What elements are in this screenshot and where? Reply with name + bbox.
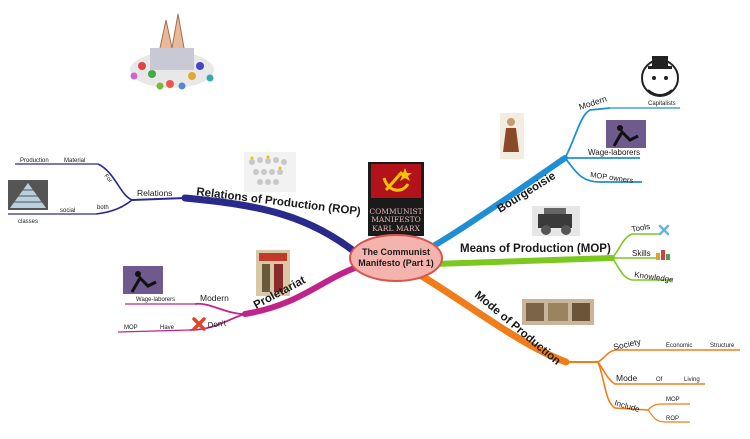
printing-press-image <box>532 206 580 236</box>
proletariat-dont[interactable]: Don't <box>207 318 227 330</box>
central-topic[interactable]: The Communist Manifesto (Part 1) <box>349 234 443 282</box>
proletariat-modern[interactable]: Modern <box>200 293 229 303</box>
rop-social[interactable]: social <box>60 208 75 214</box>
rop-people-image <box>244 152 296 192</box>
bourgeoisie-capitalists[interactable]: Capitalists <box>648 101 676 107</box>
mode-include[interactable]: Include <box>613 398 641 414</box>
mode-include-mop[interactable]: MOP <box>666 397 680 403</box>
mode-structure[interactable]: Structure <box>710 343 735 349</box>
crowd-illustration <box>130 13 214 90</box>
rop-material[interactable]: Material <box>64 158 85 164</box>
central-title-line1: The Communist <box>362 247 430 257</box>
central-title-line2: Manifesto (Part 1) <box>358 258 434 268</box>
tools-icon <box>658 224 670 236</box>
class-pyramid-image <box>8 180 48 210</box>
rop-for[interactable]: For <box>102 173 112 184</box>
mop-tools[interactable]: Tools <box>631 222 651 234</box>
wage-laborer-image-left <box>123 266 163 294</box>
mode-of-production-image <box>522 299 594 325</box>
manifesto-cover: THE COMMUNIST MANIFESTO KARL MARX <box>368 162 424 236</box>
skills-icon <box>656 250 670 260</box>
proletariat-branch-lines <box>117 263 363 333</box>
cross-icon <box>192 317 206 331</box>
rop-relations[interactable]: Relations <box>137 188 172 198</box>
rop-both[interactable]: both <box>97 205 109 211</box>
capitalist-caricature-image <box>641 56 679 97</box>
mop-label[interactable]: Means of Production (MOP) <box>460 243 611 255</box>
cover-line3: MANIFESTO <box>371 215 421 224</box>
mop-knowledge[interactable]: Knowledge <box>634 270 675 284</box>
mop-branch-lines <box>431 233 672 281</box>
rop-branch-lines <box>8 163 364 260</box>
rop-classes[interactable]: classes <box>18 219 38 225</box>
bourgeoisie-branch-lines <box>427 107 680 251</box>
cover-line1: THE <box>391 203 402 209</box>
mode-include-rop[interactable]: ROP <box>666 416 679 422</box>
mode-living[interactable]: Living <box>684 377 700 383</box>
proletariat-mop[interactable]: MOP <box>124 325 138 331</box>
rop-production[interactable]: Production <box>20 158 49 164</box>
bourgeoisie-figure-image <box>500 113 524 159</box>
mode-of[interactable]: Of <box>656 377 663 383</box>
proletariat-wage-laborers[interactable]: Wage-laborers <box>136 297 175 303</box>
mode-mode[interactable]: Mode <box>616 373 638 383</box>
bourgeoisie-wage-laborers[interactable]: Wage-laborers <box>588 148 640 157</box>
wage-laborer-image-right <box>606 120 646 148</box>
mop-skills[interactable]: Skills <box>632 249 651 258</box>
cover-line4: KARL MARX <box>372 224 420 233</box>
mode-branch-lines <box>416 271 740 423</box>
mode-economic[interactable]: Economic <box>666 343 692 349</box>
proletariat-have[interactable]: Have <box>160 325 175 331</box>
proletariat-poster <box>256 250 290 296</box>
cover-line2: COMMUNIST <box>369 207 422 216</box>
